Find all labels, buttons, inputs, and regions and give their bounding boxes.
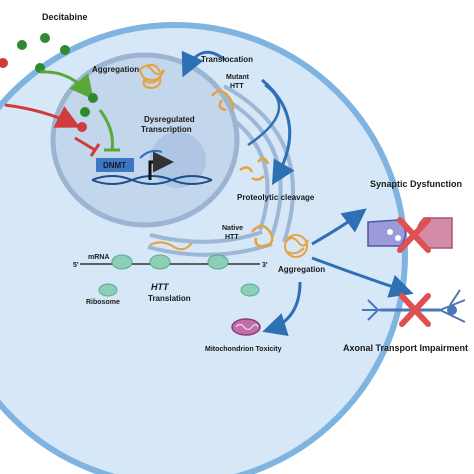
dna-strand-2 bbox=[91, 175, 213, 185]
nucleus-aggregation-label: Aggregation bbox=[92, 65, 139, 74]
synaptic-arrow bbox=[311, 208, 367, 246]
htt-italic-label: HTT bbox=[151, 282, 170, 292]
synaptic-dysfunction-label: Synaptic Dysfunction bbox=[370, 179, 462, 189]
decitabine-molecule-icon bbox=[40, 33, 50, 43]
nucleolus bbox=[150, 132, 206, 188]
neuron-icon bbox=[362, 289, 466, 323]
decitabine-molecules bbox=[0, 33, 70, 73]
ribosome-icon bbox=[98, 283, 118, 297]
native-htt-line2: HTT bbox=[225, 234, 239, 241]
red-inhibition-line bbox=[74, 136, 96, 152]
mutant-htt-line2: HTT bbox=[230, 83, 244, 90]
mitochondrion-cristae bbox=[235, 323, 259, 331]
translocation-arrow bbox=[181, 50, 226, 78]
five-prime-label: 5' bbox=[73, 262, 79, 269]
neuron-soma-icon bbox=[447, 305, 457, 315]
dnmt-box bbox=[96, 158, 134, 172]
decitabine-molecule-icon bbox=[17, 40, 27, 50]
mutant-htt-icon bbox=[211, 89, 235, 112]
translation-label: Translation bbox=[148, 294, 191, 303]
cleaved-fragment-icon bbox=[239, 157, 270, 181]
decitabine-label: Decitabine bbox=[42, 12, 88, 22]
axon-cross-icon bbox=[399, 293, 431, 327]
ribosome-icon bbox=[111, 254, 133, 270]
translocation-label: Translocation bbox=[201, 55, 253, 64]
ribosome-label: Ribosome bbox=[86, 299, 120, 306]
axonal-arrow bbox=[311, 256, 414, 298]
nuclear-inhibit-arrow bbox=[139, 149, 163, 159]
mito-toxicity-label: Mitochondrion Toxicity bbox=[205, 346, 282, 353]
cytoplasm-aggregation-label: Aggregation bbox=[278, 265, 325, 274]
decitabine-molecule-icon bbox=[80, 107, 90, 117]
red-inhibition-bar bbox=[89, 143, 101, 157]
three-prime-label: 3' bbox=[262, 262, 268, 269]
cytoplasmic-aggregate-icon bbox=[284, 234, 309, 258]
proteolytic-cleavage-label: Proteolytic cleavage bbox=[237, 193, 315, 202]
dysregulated-line2: Transcription bbox=[141, 125, 192, 134]
ribosome-icon bbox=[207, 254, 229, 270]
ribosome-icon bbox=[240, 283, 260, 297]
mito-toxicity-arrow bbox=[262, 281, 302, 337]
mitochondrion-icon bbox=[231, 318, 261, 336]
axonal-transport-label: Axonal Transport Impairment bbox=[343, 343, 468, 353]
ribosome-icon bbox=[149, 254, 171, 270]
return-arrow bbox=[247, 83, 281, 147]
nascent-peptide bbox=[149, 241, 193, 251]
green-inhibition-line bbox=[98, 109, 114, 151]
nuclear-aggregate-icon bbox=[138, 63, 165, 90]
decitabine-red-molecule-icon bbox=[0, 58, 8, 68]
mutant-htt-line1: Mutant bbox=[226, 74, 250, 81]
decitabine-molecule-icon bbox=[88, 93, 98, 103]
transcription-start-arrow bbox=[148, 151, 174, 180]
synapse-cross-icon bbox=[397, 217, 431, 253]
mrna-label: mRNA bbox=[88, 254, 109, 261]
red-molecule-icon bbox=[77, 122, 87, 132]
red-pathway-arrow bbox=[4, 103, 81, 128]
decitabine-molecule-icon bbox=[60, 45, 70, 55]
decitabine-entry-arrow bbox=[39, 70, 94, 100]
dysregulated-line1: Dysregulated bbox=[144, 115, 195, 124]
native-htt-icon bbox=[251, 224, 274, 248]
dna-strand bbox=[91, 175, 213, 185]
dnmt-label: DNMT bbox=[103, 161, 126, 170]
native-htt-line1: Native bbox=[222, 225, 243, 232]
ribosome-icons bbox=[98, 254, 260, 297]
